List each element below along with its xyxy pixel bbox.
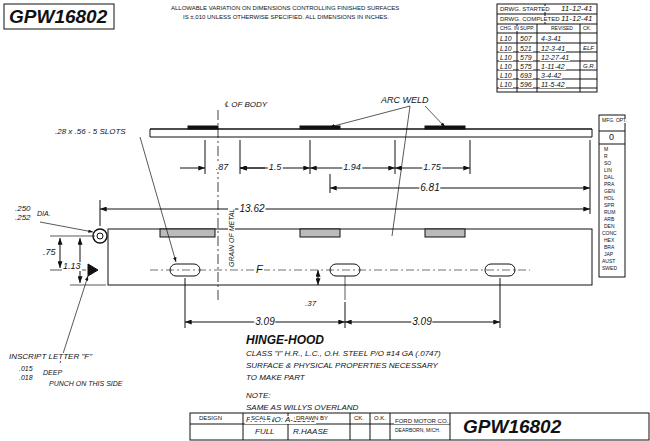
drawing-label: CONC <box>601 231 618 236</box>
drawing-label: DIA. <box>36 210 52 217</box>
drawing-label: RUM <box>603 210 616 215</box>
drawing-label: DRWG. COMPLETED <box>499 16 561 22</box>
drawing-label: .252 <box>14 214 32 222</box>
drawing-label: GPW16802 <box>462 417 562 437</box>
drawing-label: SUPP. <box>519 26 535 31</box>
drawing-label: L10 <box>499 35 513 42</box>
drawing-label: 6.81 <box>419 183 440 194</box>
drawing-label: L10 <box>499 45 513 52</box>
drawing-label: 3.09 <box>254 317 275 328</box>
drawing-label: 507 <box>519 35 533 42</box>
drawing-label: BRA <box>603 245 615 250</box>
drawing-label: 3.09 <box>411 317 432 328</box>
drawing-label: LIN <box>603 168 613 173</box>
drawing-label: SO <box>603 161 612 166</box>
drawing-label: SPR <box>603 203 615 208</box>
drawing-label: CK. <box>582 26 592 31</box>
drawing-label: 3-4-42 <box>540 72 562 79</box>
drawing-label: 1-11-42 <box>540 63 566 70</box>
drawing-label: DEN <box>603 224 616 229</box>
drawing-label: GPW16802 <box>8 7 108 27</box>
drawing-label: 11-12-41 <box>560 15 593 23</box>
drawing-label: GRAIN OF METAL <box>228 208 235 268</box>
drawing-label: FORD MOTOR CO. <box>394 418 449 424</box>
drawing-label: .75 <box>42 248 57 257</box>
drawing-label: ELF <box>582 45 595 51</box>
drawing-label: .28 x .56 - 5 SLOTS <box>54 128 127 136</box>
drawing-label: REVISED <box>550 26 574 31</box>
drawing-label: 1.75 <box>422 163 442 172</box>
drawing-label: HINGE-HOOD <box>245 334 325 347</box>
drawing-label: 1.13 <box>62 262 82 271</box>
drawing-label: HOL <box>603 196 615 201</box>
drawing-label: 12-3-41 <box>540 45 566 52</box>
drawing-label: 521 <box>519 45 533 52</box>
drawing-label: DEEP <box>42 369 63 376</box>
drawing-label: MFG. OPT. <box>601 118 628 123</box>
drawing-label: JAP <box>603 252 614 257</box>
drawing-label: DAL <box>603 175 615 180</box>
drawing-label: L10 <box>499 63 513 70</box>
drawing-label: 579 <box>519 54 533 61</box>
drawing-label: ARB <box>603 217 615 222</box>
drawing-label: 575 <box>519 63 533 70</box>
drawing-label: IS ±.010 UNLESS OTHERWISE SPECIFIED. ALL… <box>182 14 390 20</box>
drawing-label: O.K. <box>373 415 387 421</box>
drawing-label: R <box>603 154 609 159</box>
drawing-label: 4-3-41 <box>540 35 562 42</box>
drawing-label: HEX <box>603 238 615 243</box>
drawing-label: ARC WELD <box>380 96 430 105</box>
drawing-label: DRWG. STARTED <box>499 6 551 12</box>
drawing-label: 596 <box>519 81 533 88</box>
drawing-label: 12-27-41 <box>540 54 570 61</box>
drawing-label: L10 <box>499 54 513 61</box>
drawing-label: SWED <box>601 266 618 271</box>
drawing-label: 693 <box>519 72 533 79</box>
drawing-label: ALLOWABLE VARIATION ON DIMENSIONS CONTRO… <box>170 5 400 11</box>
drawing-label: M <box>603 147 609 152</box>
drawing-label: DESIGN <box>198 415 223 421</box>
drawing-label: PRA <box>603 182 615 187</box>
drawing-label: 11-5-42 <box>540 81 566 88</box>
drawing-label: NOTE: <box>245 392 271 400</box>
drawing-label: SCALE <box>250 415 272 421</box>
drawing-label: .37 <box>304 300 317 308</box>
drawing-label: L10 <box>499 72 513 79</box>
drawing-label: INSCRIPT LETTER "F" <box>8 353 93 361</box>
drawing-label: G.R. <box>582 63 596 69</box>
drawing-label: .015 <box>18 365 34 372</box>
drawing-label: SAME AS WILLYS OVERLAND <box>245 404 359 412</box>
drawing-label: .250 <box>14 205 32 213</box>
drawing-label: F <box>255 264 264 276</box>
drawing-label: GEN <box>603 189 616 194</box>
drawing-label: L10 <box>499 81 513 88</box>
drawing-label: PUNCH ON THIS SIDE <box>48 380 124 387</box>
drawing-label: FULL <box>254 428 276 436</box>
drawing-label: R.HAASE <box>292 428 329 436</box>
drawing-label: 11-12-41 <box>560 5 593 13</box>
drawing-label: .87 <box>215 163 230 172</box>
drawing-label: 13.62 <box>238 204 265 215</box>
drawing-label: DRAWN BY <box>295 415 329 421</box>
drawing-label: 0 <box>608 133 615 142</box>
drawing-label: CK. <box>353 415 365 421</box>
drawing-label: .018 <box>18 374 34 381</box>
drawing-label: CLASS "I" H.R., L.C., O.H. STEEL P/O #14… <box>245 350 442 358</box>
drawing-label: ℄ OF BODY <box>223 101 268 109</box>
drawing-label: SURFACE & PHYSICAL PROPERTIES NECESSARY <box>245 362 439 370</box>
drawing-label: 1.94 <box>342 163 362 172</box>
drawing-label: 1.5 <box>268 163 283 172</box>
drawing-label: TO MAKE PART <box>245 374 306 382</box>
drawing-label: DEARBORN, MICH. <box>394 428 441 433</box>
drawing-label: AUST <box>601 259 616 264</box>
